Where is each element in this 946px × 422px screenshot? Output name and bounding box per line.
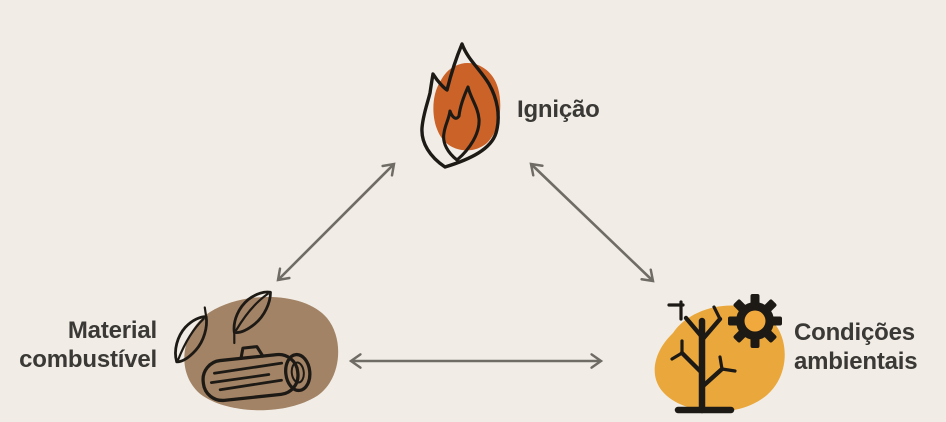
log-leaves-icon <box>174 290 339 411</box>
environment-label-line1: Condições <box>794 319 915 346</box>
log-end-face <box>284 352 312 393</box>
fuel-label-line2: combustível <box>19 346 157 373</box>
arrow-fuel-ignition <box>276 162 396 282</box>
leaf-icon <box>174 306 208 364</box>
leaf-icon <box>232 290 272 345</box>
flame-inner-outline <box>442 85 481 162</box>
tree-sun-icon <box>654 294 785 414</box>
fuel-label-line1: Material <box>67 317 157 344</box>
flame-icon <box>420 42 501 169</box>
log-body <box>201 352 300 403</box>
tree-twigs <box>667 300 737 373</box>
flame-blob <box>433 62 501 151</box>
log-grain-lines <box>209 361 284 392</box>
arrow-ignition-environment <box>529 162 655 283</box>
environment-label: Condições ambientais <box>794 318 918 376</box>
log-end-hole <box>290 361 305 384</box>
sun-icon <box>728 294 782 348</box>
flame-outline <box>420 42 500 169</box>
environment-label-line2: ambientais <box>794 348 918 375</box>
ignition-label: Ignição <box>517 96 600 123</box>
log-branch-stub <box>239 345 265 360</box>
tree-icon <box>667 300 737 414</box>
log-icon <box>201 345 312 403</box>
sun-center <box>744 310 766 332</box>
fuel-label: Material combustível <box>12 316 157 374</box>
tree-branches <box>679 315 725 390</box>
